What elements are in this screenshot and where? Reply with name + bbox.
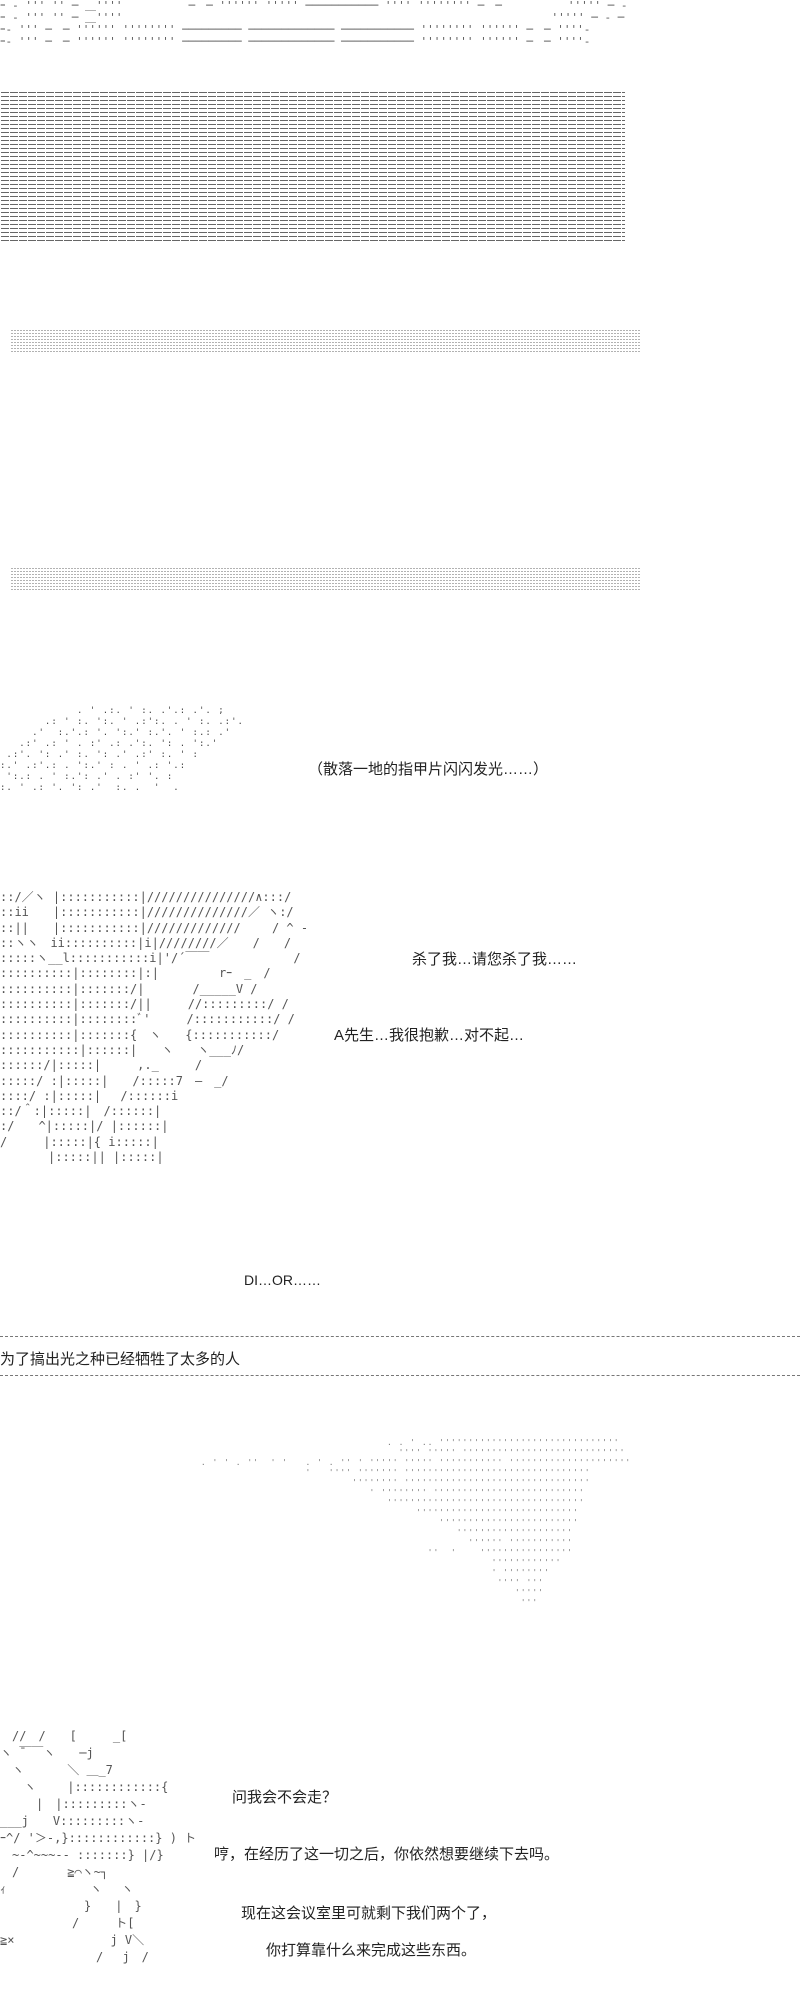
ascii-art-dash-line: ｰ ‐ ''' '' ─ ＿'''' ''''' ─ ‐ ─ '' '''' ─… xyxy=(0,12,625,24)
caption-sacrificed: 为了搞出光之种已经牺牲了太多的人 xyxy=(0,1351,241,1368)
caption-will-i-leave: 问我会不会走？ xyxy=(232,1789,338,1806)
ascii-art-dotted-band xyxy=(10,330,640,354)
divider-top xyxy=(0,1336,800,1337)
ascii-art-dash-line: ｰ‐ ''' ─ ─ '''''' '''''''' ───────── ───… xyxy=(0,24,591,36)
ascii-art-dotted-band xyxy=(10,568,640,592)
caption-after-all: 哼，在经历了这一切之后，你依然想要继续下去吗。 xyxy=(214,1846,560,1863)
ascii-art-figure: ::/／ヽ |:::::::::::|///////////////∧:::/ … xyxy=(0,890,309,1165)
ascii-art-dash-line: ｰ ‐ ''' '' ─ ＿'''' ─ ─ '''''' ''''' ────… xyxy=(0,0,628,12)
caption-kill-me: 杀了我…请您杀了我…… xyxy=(412,951,578,968)
caption-door: DI…OR…… xyxy=(244,1272,321,1288)
caption-rely-on: 你打算靠什么来完成这些东西。 xyxy=(266,1942,477,1959)
divider-bottom xyxy=(0,1375,800,1376)
caption-only-two: 现在这会议室里可就剩下我们两个了， xyxy=(241,1905,497,1922)
caption-sorry: A先生…我很抱歉…对不起… xyxy=(334,1027,525,1044)
ascii-art-scattered-nails: . ' .:. ' :. .'.: .'. ; .: ' :. ':. ' .:… xyxy=(0,706,244,793)
ascii-art-equals-block xyxy=(0,92,625,244)
caption-nails: （散落一地的指甲片闪闪发光……） xyxy=(308,761,549,778)
ascii-art-dash-line: ｰ‐ ''' ─ ─ '''''' '''''''' ───────── ───… xyxy=(0,36,591,48)
ascii-art-bottom-figure: // / [ _[ ヽ ̄￣￣ヽ ─j ヽ ＼ ＿_7 ヽ |:::::::::… xyxy=(0,1729,197,1964)
ascii-art-fading-triangle: . . ' .. '''''''''''''''''''''''''''''''… xyxy=(200,1438,632,1607)
